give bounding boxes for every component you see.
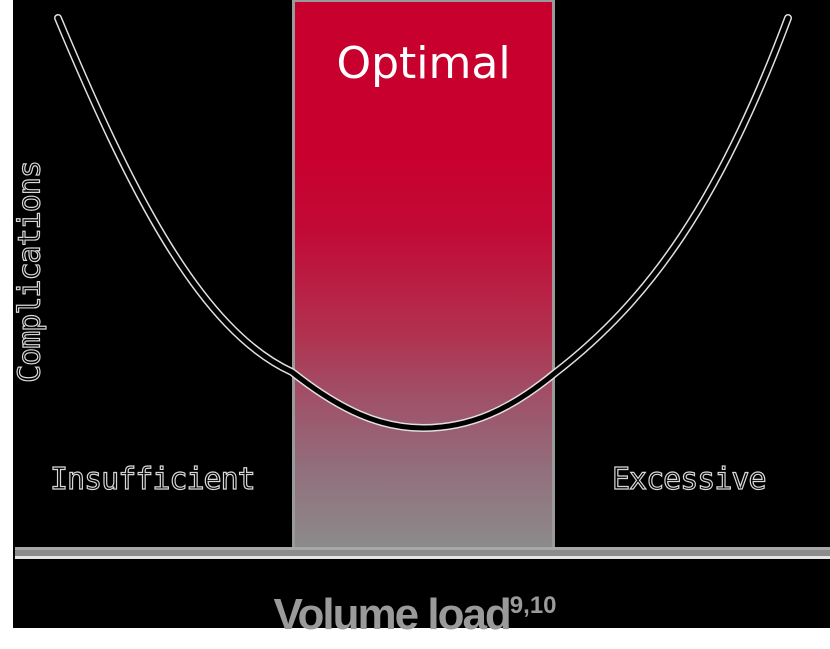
- y-axis-label: Complications: [12, 160, 48, 383]
- excessive-label: Excessive: [611, 461, 767, 497]
- insufficient-label: Insufficient: [49, 461, 256, 497]
- x-axis-citation: 9,10: [509, 592, 557, 619]
- x-axis-label-text: Volume load: [273, 590, 511, 639]
- x-axis-label: Volume load9,10: [0, 584, 830, 637]
- x-axis-line: [15, 547, 830, 559]
- optimal-zone: Optimal: [292, 0, 555, 550]
- optimal-label: Optimal: [336, 38, 511, 89]
